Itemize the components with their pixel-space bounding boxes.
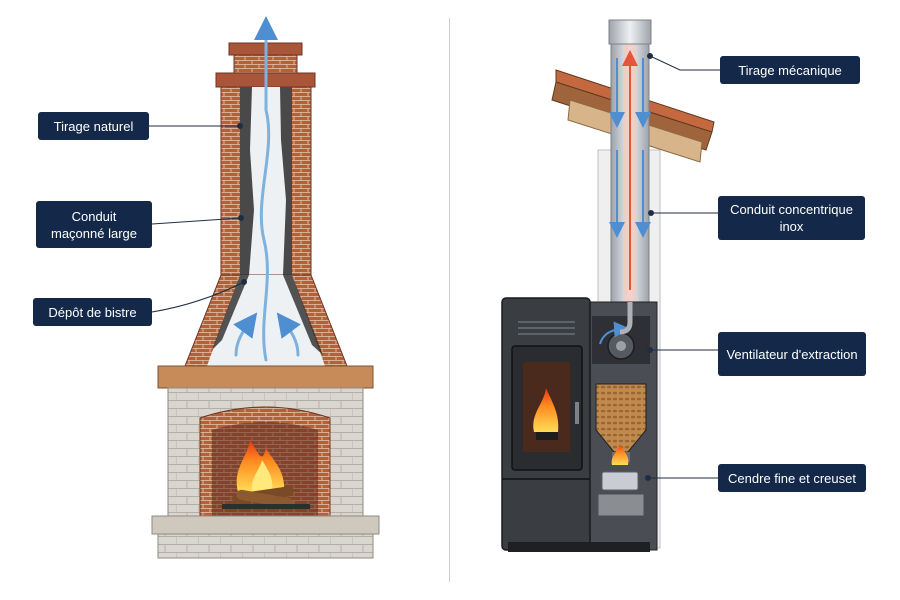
soot-deposit [212,87,323,355]
logs-icon [222,486,310,509]
burn-pot-icon [597,444,645,517]
masonry-chimney [151,16,380,559]
flame-icon [533,388,559,440]
label-conduit-maconne: Conduit maçonné large [36,201,152,248]
fire-icon [236,440,285,492]
label-tirage-naturel: Tirage naturel [38,112,149,140]
flue-cap [608,19,652,45]
stove-vent [518,321,575,335]
door-handle [575,402,579,424]
stove-base [508,542,650,552]
label-tirage-mecanique: Tirage mécanique [720,56,860,84]
flue-interior [197,87,335,355]
hearth [151,515,380,535]
pellet-stove-installation [501,19,715,552]
natural-draft-arrows [233,16,301,362]
mantel [157,365,374,389]
right-leader-lines [645,53,720,481]
label-cendre: Cendre fine et creuset [718,464,866,492]
label-depot-bistre: Dépôt de bistre [33,298,152,326]
mechanical-draft-arrows [609,50,651,290]
label-ventilateur: Ventilateur d'extraction [718,332,866,376]
left-leader-lines [149,123,247,313]
label-conduit-concentrique: Conduit concentrique inox [718,196,865,240]
